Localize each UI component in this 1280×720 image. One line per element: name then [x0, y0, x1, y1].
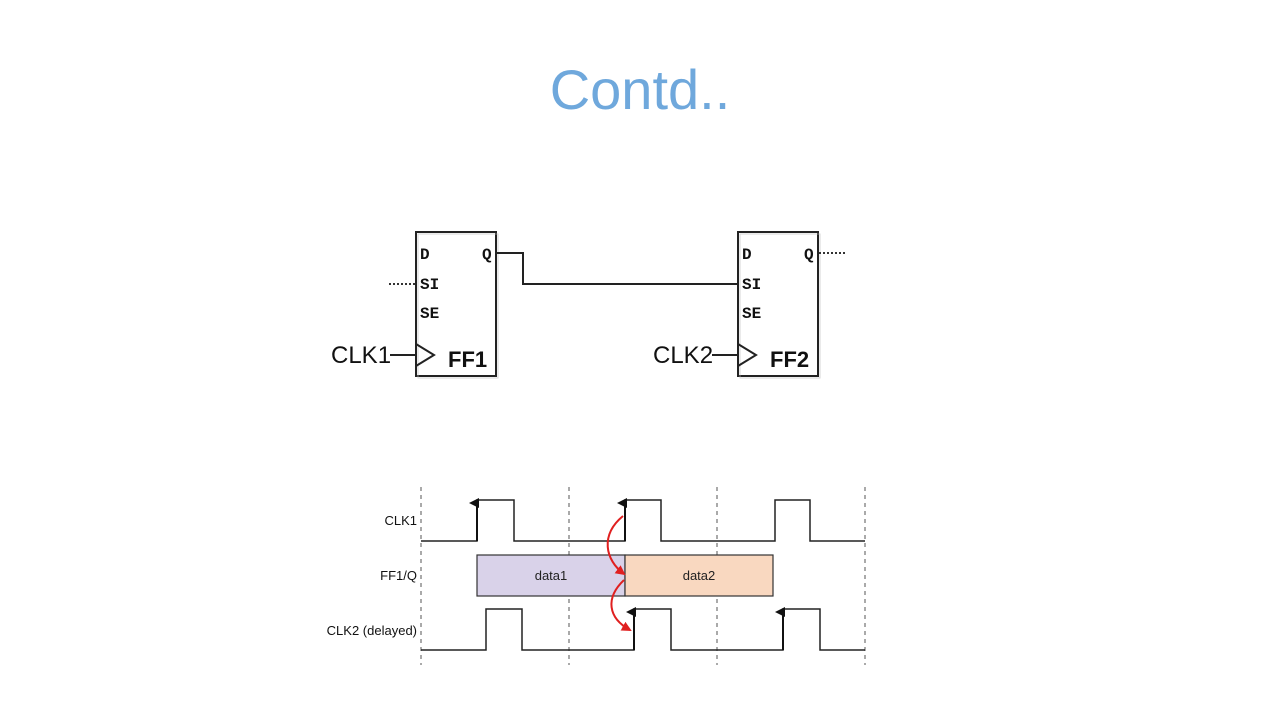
- ff2-pin-q: Q: [804, 246, 814, 264]
- clk1-label: CLK1: [331, 342, 391, 369]
- flip-flop-ff1: D Q SI SE FF1: [415, 231, 499, 379]
- signal-label-clk2: CLK2 (delayed): [327, 623, 417, 638]
- ff2-name: FF2: [770, 347, 809, 372]
- capture-arrow: [610, 579, 632, 631]
- signal-label-clk1: CLK1: [384, 513, 417, 528]
- ff1-name: FF1: [448, 347, 487, 372]
- clk2-waveform: [421, 608, 865, 651]
- ff1-pin-se: SE: [420, 305, 439, 323]
- signal-label-ff1q: FF1/Q: [380, 568, 417, 583]
- ff2-clock-triangle: [737, 343, 758, 367]
- data2-segment: [624, 554, 774, 597]
- ff1-clock-triangle: [415, 343, 436, 367]
- ff1-q-to-ff2-si-wire: [497, 252, 738, 285]
- flip-flop-ff2: D Q SI SE FF2: [737, 231, 821, 379]
- clk2-label: CLK2: [653, 342, 713, 369]
- slide-title: Contd..: [549, 58, 731, 121]
- launch-arrow: [606, 515, 626, 576]
- ff2-pin-si: SI: [742, 276, 761, 294]
- ff1-pin-si: SI: [420, 276, 439, 294]
- ff1-pin-q: Q: [482, 246, 492, 264]
- data1-label: data1: [535, 568, 568, 583]
- clk1-waveform: [421, 499, 865, 542]
- ff2-pin-se: SE: [742, 305, 761, 323]
- data1-segment: [476, 554, 626, 597]
- ff2-pin-d: D: [742, 246, 752, 264]
- data2-label: data2: [683, 568, 716, 583]
- ff1-pin-d: D: [420, 246, 430, 264]
